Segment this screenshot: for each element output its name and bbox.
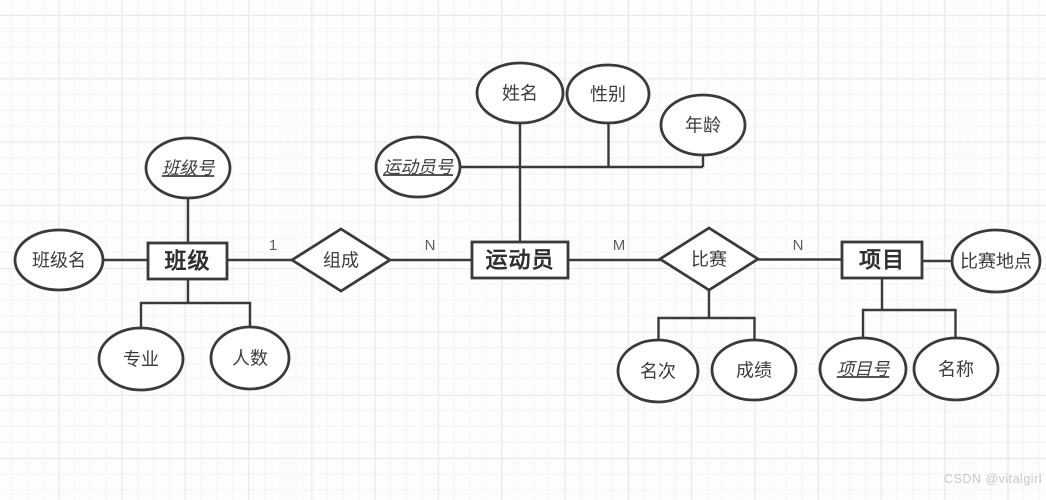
attribute-ellipse bbox=[209, 325, 291, 391]
cardinality-athlete-compete: M bbox=[613, 237, 626, 254]
attribute-age[interactable]: 年龄 bbox=[659, 93, 747, 157]
attribute-class-no[interactable]: 班级号 bbox=[144, 136, 232, 200]
entity-event[interactable]: 项目 bbox=[840, 240, 924, 280]
attribute-venue[interactable]: 比赛地点 bbox=[950, 228, 1042, 294]
relationship-label: 组成 bbox=[323, 250, 359, 270]
attribute-major[interactable]: 专业 bbox=[97, 326, 185, 392]
connector-event-attributes[interactable] bbox=[861, 277, 957, 339]
attribute-score[interactable]: 成绩 bbox=[710, 338, 798, 402]
attribute-ellipse bbox=[565, 63, 651, 125]
attribute-label: 班级名 bbox=[32, 250, 86, 270]
entity-label: 班级 bbox=[164, 249, 210, 274]
attribute-athlete-no[interactable]: 运动员号 bbox=[374, 135, 462, 199]
attribute-ellipse bbox=[616, 338, 700, 404]
attribute-event-name[interactable]: 名称 bbox=[912, 336, 1000, 402]
attribute-event-no[interactable]: 项目号 bbox=[818, 336, 908, 402]
attribute-label: 名称 bbox=[938, 359, 974, 379]
attribute-headcount[interactable]: 人数 bbox=[209, 325, 291, 391]
attribute-label: 班级号 bbox=[162, 158, 216, 178]
attribute-label: 名次 bbox=[640, 361, 676, 381]
attribute-ellipse bbox=[818, 336, 908, 402]
attribute-label: 姓名 bbox=[502, 83, 538, 103]
attribute-label: 项目号 bbox=[837, 359, 891, 379]
attribute-label: 比赛地点 bbox=[960, 251, 1032, 271]
attribute-name[interactable]: 姓名 bbox=[475, 61, 565, 125]
attribute-label: 性别 bbox=[590, 84, 626, 104]
attribute-ellipse bbox=[710, 338, 798, 402]
relationship-diamond bbox=[657, 226, 761, 292]
attribute-ellipse bbox=[475, 61, 565, 125]
entity-rect bbox=[470, 240, 570, 280]
attribute-label: 成绩 bbox=[736, 360, 772, 380]
attribute-ellipse bbox=[950, 228, 1042, 294]
relationship-compete[interactable]: 比赛 bbox=[657, 226, 761, 292]
relationship-label: 比赛 bbox=[691, 249, 727, 269]
entity-rect bbox=[840, 240, 924, 280]
cardinality-compete-event: N bbox=[793, 237, 804, 254]
entity-class[interactable]: 班级 bbox=[146, 241, 229, 281]
attribute-ellipse bbox=[13, 228, 105, 292]
attribute-label: 年龄 bbox=[685, 115, 721, 135]
entity-label: 运动员 bbox=[485, 248, 554, 273]
attribute-ellipse bbox=[144, 136, 232, 200]
connector-compete-attributes[interactable] bbox=[657, 289, 756, 341]
attribute-rank[interactable]: 名次 bbox=[616, 338, 700, 404]
attribute-ellipse bbox=[374, 135, 462, 199]
relationship-diamond bbox=[289, 227, 393, 293]
connector-class-attributes[interactable] bbox=[139, 278, 252, 329]
attribute-ellipse bbox=[97, 326, 185, 392]
entity-athlete[interactable]: 运动员 bbox=[470, 240, 570, 280]
attribute-label: 人数 bbox=[232, 348, 268, 368]
relationship-compose[interactable]: 组成 bbox=[289, 227, 393, 293]
cardinality-class-compose: 1 bbox=[269, 237, 277, 254]
connector-athlete-attributes[interactable] bbox=[459, 122, 705, 243]
entity-rect bbox=[146, 241, 229, 281]
watermark: CSDN @vitalgirl bbox=[944, 472, 1042, 486]
attribute-label: 运动员号 bbox=[383, 157, 454, 177]
entity-label: 项目 bbox=[859, 248, 905, 273]
cardinality-compose-athlete: N bbox=[425, 237, 436, 254]
attribute-label: 专业 bbox=[123, 349, 159, 369]
attribute-ellipse bbox=[912, 336, 1000, 402]
attribute-ellipse bbox=[659, 93, 747, 157]
attribute-class-name[interactable]: 班级名 bbox=[13, 228, 105, 292]
attribute-gender[interactable]: 性别 bbox=[565, 63, 651, 125]
